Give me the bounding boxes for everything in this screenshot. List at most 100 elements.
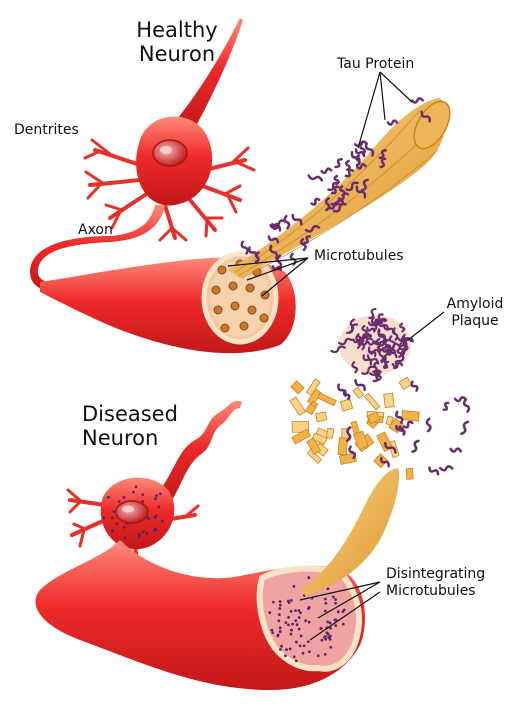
face-deposit-dot bbox=[279, 648, 282, 651]
face-deposit-dot bbox=[296, 623, 299, 626]
face-deposit-dot bbox=[342, 610, 345, 613]
face-deposit-dot bbox=[280, 645, 283, 648]
face-deposit-dot bbox=[271, 629, 274, 632]
microtubule-fragment bbox=[326, 428, 333, 438]
face-deposit-dot bbox=[279, 604, 282, 607]
loose-tau-protein bbox=[413, 441, 419, 452]
face-deposit-dot bbox=[334, 598, 337, 601]
face-deposit-dot bbox=[324, 598, 327, 601]
healthy-nucleus bbox=[153, 140, 187, 166]
face-deposit-dot bbox=[298, 616, 301, 619]
face-deposit-dot bbox=[277, 619, 280, 622]
face-deposit-dot bbox=[294, 609, 297, 612]
face-deposit-dot bbox=[332, 596, 335, 599]
face-deposit-dot bbox=[287, 616, 290, 619]
face-deposit-dot bbox=[304, 619, 307, 622]
microtubule-fragment bbox=[364, 393, 379, 410]
healthy-title: Healthy Neuron bbox=[130, 18, 224, 66]
microtubule-fragment bbox=[384, 393, 394, 407]
amyloid-label-line2: Plaque bbox=[440, 313, 510, 330]
disint-label-line1: Disintegrating bbox=[386, 566, 485, 583]
face-deposit-dot bbox=[284, 654, 287, 657]
soma-deposit-dot bbox=[142, 530, 145, 533]
axon-label: Axon bbox=[78, 222, 113, 239]
face-deposit-dot bbox=[303, 644, 306, 647]
diseased-title-line1: Diseased bbox=[82, 402, 178, 426]
microtubule-fragment bbox=[406, 468, 413, 479]
tau-protein-label: Tau Protein bbox=[337, 56, 414, 73]
microtubule-fragment bbox=[354, 431, 369, 449]
face-deposit-dot bbox=[302, 652, 305, 655]
soma-deposit-dot bbox=[123, 526, 126, 529]
microtubule-fragment bbox=[318, 393, 336, 405]
face-deposit-dot bbox=[308, 650, 311, 653]
face-deposit-dot bbox=[271, 631, 274, 634]
soma-deposit-dot bbox=[115, 522, 118, 525]
face-deposit-dot bbox=[289, 648, 292, 651]
microtubule-fragment bbox=[399, 377, 412, 389]
face-deposit-dot bbox=[326, 620, 329, 623]
face-deposit-dot bbox=[290, 629, 293, 632]
microtubule-fragment bbox=[290, 397, 306, 416]
face-deposit-dot bbox=[298, 628, 301, 631]
face-deposit-dot bbox=[334, 624, 337, 627]
soma-deposit-dot bbox=[161, 520, 164, 523]
amyloid-fibril bbox=[367, 328, 374, 332]
loose-tau-protein bbox=[404, 422, 412, 427]
loose-tau-protein bbox=[461, 422, 468, 434]
microtubule-fragment bbox=[353, 387, 364, 398]
loose-tau-protein bbox=[427, 419, 431, 431]
face-deposit-dot bbox=[290, 599, 293, 602]
healthy-title-line1: Healthy bbox=[130, 18, 224, 42]
soma-deposit-dot bbox=[102, 516, 105, 519]
face-deposit-dot bbox=[285, 648, 288, 651]
amyloid-label-line1: Amyloid bbox=[440, 296, 510, 313]
tau-protein bbox=[336, 159, 342, 167]
soma-deposit-dot bbox=[111, 529, 114, 532]
soma-deposit-dot bbox=[132, 491, 135, 494]
face-deposit-dot bbox=[337, 610, 340, 613]
face-deposit-dot bbox=[294, 619, 297, 622]
tau-protein bbox=[355, 142, 366, 146]
tau-protein bbox=[256, 253, 259, 262]
face-deposit-dot bbox=[324, 653, 327, 656]
soma-deposit-dot bbox=[157, 505, 160, 508]
diseased-nucleus bbox=[116, 501, 148, 523]
amyloid-plaque-label: Amyloid Plaque bbox=[440, 296, 510, 330]
tau-protein bbox=[309, 176, 322, 181]
tau-protein bbox=[285, 216, 289, 228]
loose-tau-protein bbox=[440, 466, 452, 470]
face-deposit-dot bbox=[285, 621, 288, 624]
soma-deposit-dot bbox=[107, 496, 110, 499]
soma-deposit-dot bbox=[153, 529, 156, 532]
face-deposit-dot bbox=[295, 659, 298, 662]
diseased-title-line2: Neuron bbox=[82, 426, 178, 450]
face-deposit-dot bbox=[287, 599, 290, 602]
soma-deposit-dot bbox=[154, 497, 157, 500]
face-deposit-dot bbox=[320, 639, 323, 642]
loose-tau-protein bbox=[338, 385, 345, 396]
face-deposit-dot bbox=[279, 626, 282, 629]
face-deposit-dot bbox=[299, 611, 302, 614]
face-deposit-dot bbox=[290, 610, 293, 613]
amyloid-fibril bbox=[364, 335, 370, 338]
diseased-neuron bbox=[36, 309, 469, 690]
face-deposit-dot bbox=[268, 611, 271, 614]
face-deposit-dot bbox=[342, 623, 345, 626]
microtubule-fragment bbox=[402, 411, 420, 421]
face-deposit-dot bbox=[320, 627, 323, 630]
soma-deposit-dot bbox=[135, 485, 138, 488]
face-deposit-dot bbox=[324, 635, 327, 638]
soma-deposit-dot bbox=[138, 533, 141, 536]
microtubule-fragment bbox=[291, 381, 304, 394]
healthy-title-line2: Neuron bbox=[130, 42, 224, 66]
face-deposit-dot bbox=[308, 621, 311, 624]
microtubule-fragment bbox=[316, 412, 327, 422]
face-deposit-dot bbox=[290, 633, 293, 636]
soma-deposit-dot bbox=[118, 500, 121, 503]
face-deposit-dot bbox=[327, 587, 330, 590]
soma-deposit-dot bbox=[155, 494, 158, 497]
soma-deposit-dot bbox=[148, 517, 151, 520]
